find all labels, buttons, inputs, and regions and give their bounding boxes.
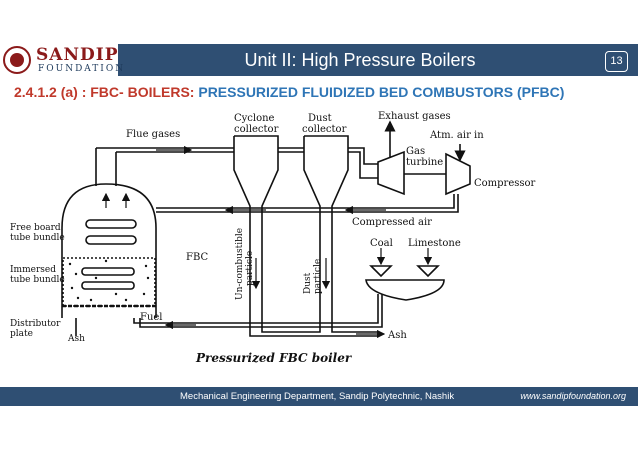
logo-name: SANDIP — [36, 45, 119, 65]
section-heading-topic: PRESSURIZED FLUIDIZED BED COMBUSTORS (PF… — [198, 84, 565, 100]
label-distributor: Distributor — [10, 319, 61, 329]
label-coal: Coal — [370, 238, 393, 249]
dust-collector — [303, 135, 349, 313]
coal-hopper — [369, 265, 393, 278]
logo-emblem-icon — [3, 46, 31, 74]
label-turbine: turbine — [406, 157, 443, 168]
logo-emblem-center-icon — [10, 53, 24, 67]
label-compressor: Compressor — [474, 178, 536, 189]
fluidized-bed — [62, 257, 156, 307]
label-fuel: Fuel — [140, 312, 163, 323]
gas-turbine — [377, 150, 405, 196]
collector-link-duct — [278, 147, 304, 153]
label-dust-particle: particle — [313, 259, 323, 294]
label-cyclone-collector: collector — [234, 124, 279, 135]
section-heading: 2.4.1.2 (a) : FBC- BOILERS: PRESSURIZED … — [14, 84, 564, 100]
pfbc-diagram: Flue gases Cyclone collector Dust collec… — [10, 111, 536, 365]
page-number: 13 — [605, 51, 628, 72]
label-dust-collector: collector — [302, 124, 347, 135]
boiler-vessel — [61, 183, 157, 318]
footer-bar — [0, 387, 638, 406]
compressed-air-line — [156, 194, 459, 213]
label-exhaust-gases: Exhaust gases — [378, 111, 451, 122]
limestone-hopper — [416, 265, 440, 278]
fuel-line — [133, 294, 383, 328]
label-gas: Gas — [406, 146, 425, 157]
slide-title: Unit II: High Pressure Boilers — [244, 50, 476, 70]
bed-particles — [68, 259, 150, 302]
logo-subtitle: FOUNDATION — [38, 64, 126, 74]
label-dust-particle-dust: Dust — [303, 272, 313, 294]
boiler-chimney — [95, 148, 117, 186]
label-compressed-air: Compressed air — [352, 217, 432, 228]
label-uncombustible-particle: particle — [245, 251, 255, 286]
label-cyclone: Cyclone — [234, 113, 275, 124]
flue-gas-duct — [96, 147, 234, 153]
label-free-board-tube: tube bundle — [10, 233, 65, 243]
immersed-tube-2 — [81, 281, 135, 290]
label-uncombustible: Un-combustible — [235, 228, 245, 300]
cyclone-collector — [233, 135, 279, 313]
label-plate: plate — [10, 329, 33, 339]
footer-url: www.sandipfoundation.org — [520, 391, 626, 401]
label-ash-left: Ash — [67, 334, 85, 344]
section-heading-number: 2.4.1.2 (a) : FBC- BOILERS: — [14, 84, 199, 100]
diagram-caption: Pressurized FBC boiler — [195, 351, 353, 365]
label-fbc: FBC — [186, 252, 208, 263]
label-flue-gases: Flue gases — [126, 129, 180, 140]
label-ash-right: Ash — [387, 330, 407, 341]
freeboard-tube-1 — [85, 219, 137, 229]
compressor-body — [445, 152, 471, 196]
label-limestone: Limestone — [408, 238, 461, 249]
ash-outlet-right — [249, 313, 378, 337]
freeboard-tube-2 — [85, 235, 137, 245]
label-immersed-tube: tube bundle — [10, 275, 65, 285]
turbine-inlet-duct — [348, 147, 378, 179]
mixing-hopper — [365, 279, 445, 301]
label-free-board: Free board — [10, 223, 61, 233]
label-immersed: Immersed — [10, 265, 56, 275]
immersed-tube-1 — [81, 267, 135, 276]
label-dust: Dust — [308, 113, 332, 124]
label-atm-air-in: Atm. air in — [429, 130, 484, 141]
footer-text: Mechanical Engineering Department, Sandi… — [180, 391, 455, 402]
